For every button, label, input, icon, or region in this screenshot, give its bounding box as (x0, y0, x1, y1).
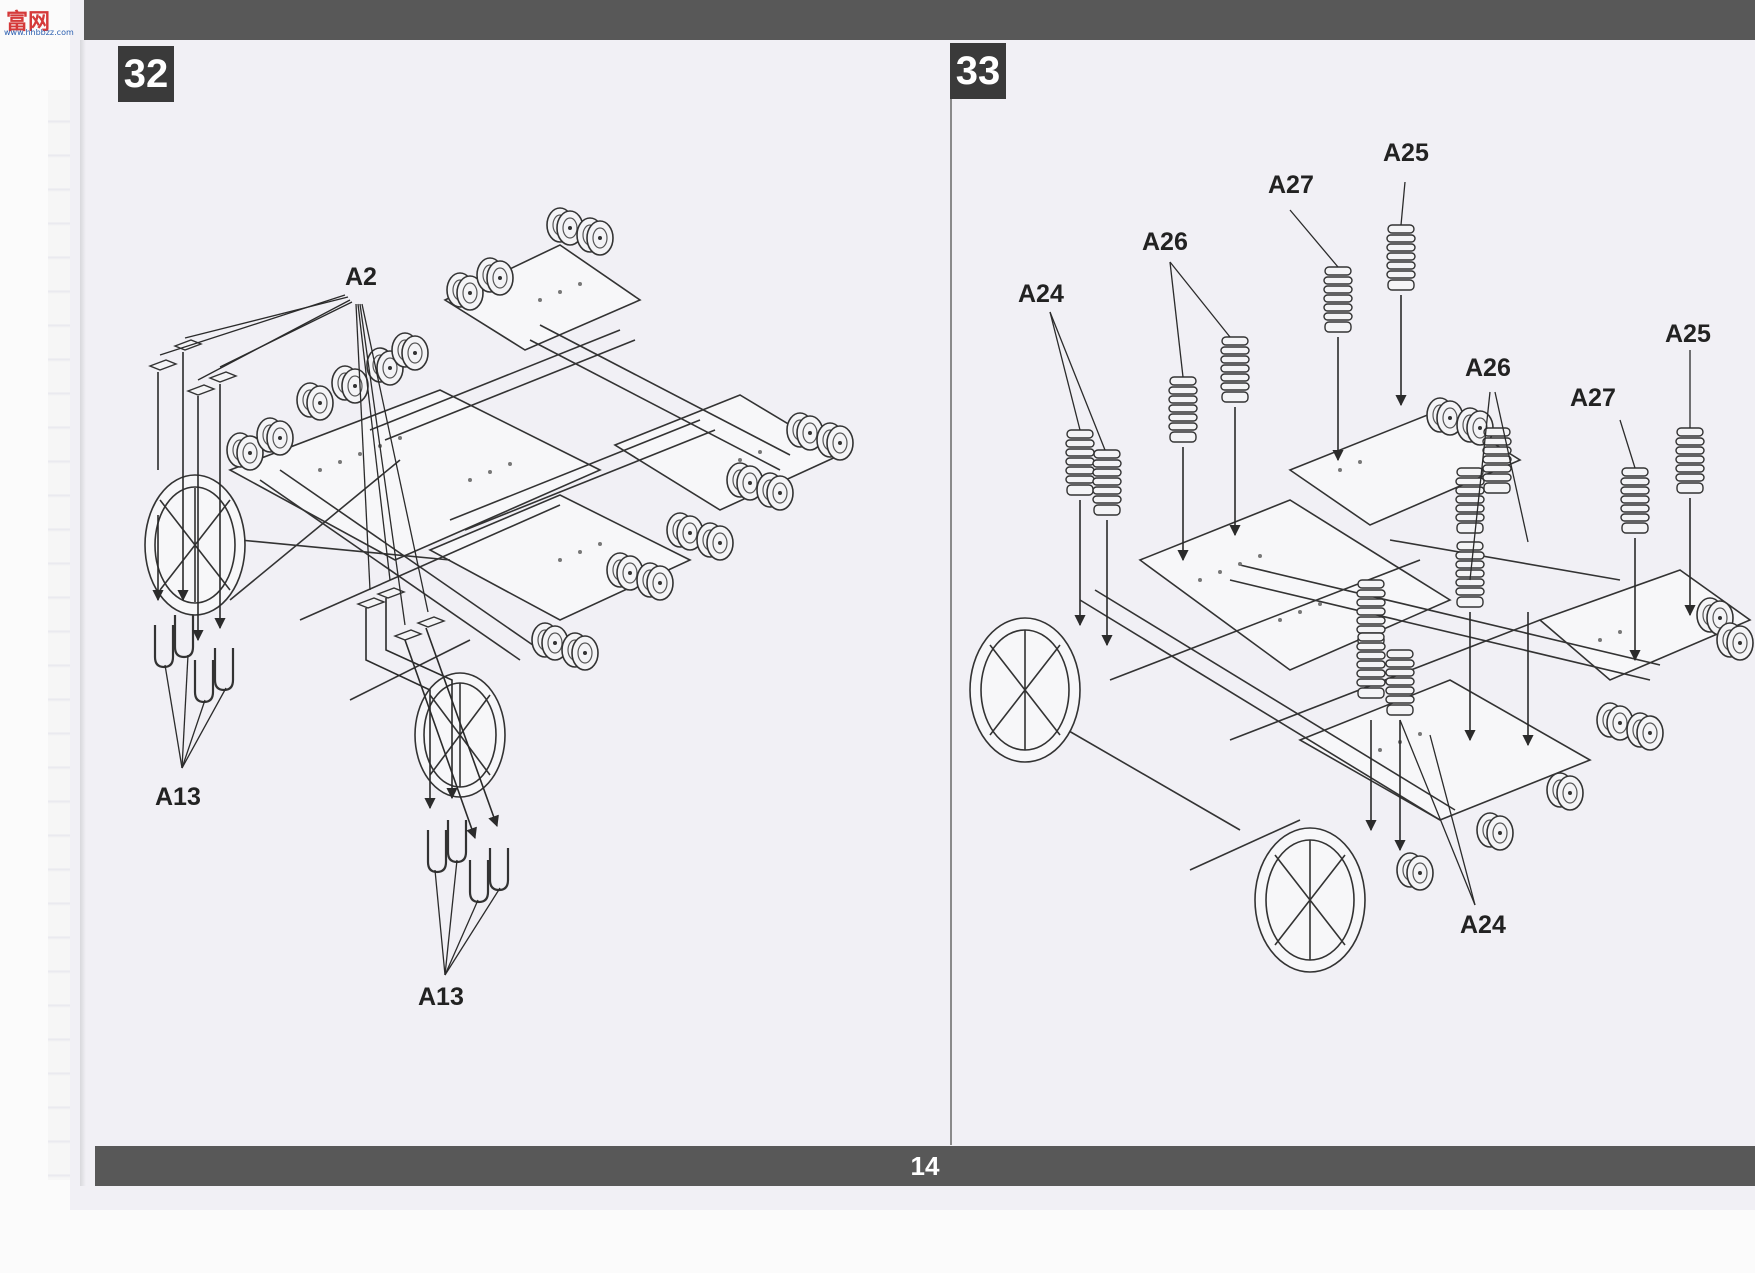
label-a26-right: A26 (1465, 354, 1511, 382)
page-edge-shadow (80, 40, 86, 1186)
binding-edge (48, 90, 70, 1180)
step-number-32: 32 (118, 46, 174, 102)
step-32-arrows (152, 352, 499, 840)
label-a24-top: A24 (1018, 280, 1064, 308)
label-a13-left: A13 (155, 783, 201, 811)
step-divider (950, 45, 952, 1145)
bottom-bar: 14 (95, 1146, 1755, 1186)
label-a26-left: A26 (1142, 228, 1188, 256)
top-bar (84, 0, 1755, 40)
step-33-leader-lines (1049, 181, 1691, 906)
step-32-chassis (144, 244, 842, 798)
step-33-chassis (969, 409, 1752, 973)
label-a24-bottom: A24 (1460, 911, 1506, 939)
watermark-url: www.hhbbzz.com (4, 28, 74, 37)
label-a13-right: A13 (418, 983, 464, 1011)
label-a27-right: A27 (1570, 384, 1616, 412)
step-32-leader-lines (159, 294, 501, 976)
label-a25-right: A25 (1665, 320, 1711, 348)
label-a25-top: A25 (1383, 139, 1429, 167)
page-number: 14 (910, 1151, 940, 1181)
watermark-text: 富网 (6, 10, 51, 35)
step-number-33: 33 (950, 43, 1006, 99)
step-33-arrows (1074, 295, 1696, 852)
label-a2: A2 (345, 263, 377, 291)
label-a27-left: A27 (1268, 171, 1314, 199)
watermark-logo: 富网 www.hhbbzz.com (0, 0, 75, 40)
